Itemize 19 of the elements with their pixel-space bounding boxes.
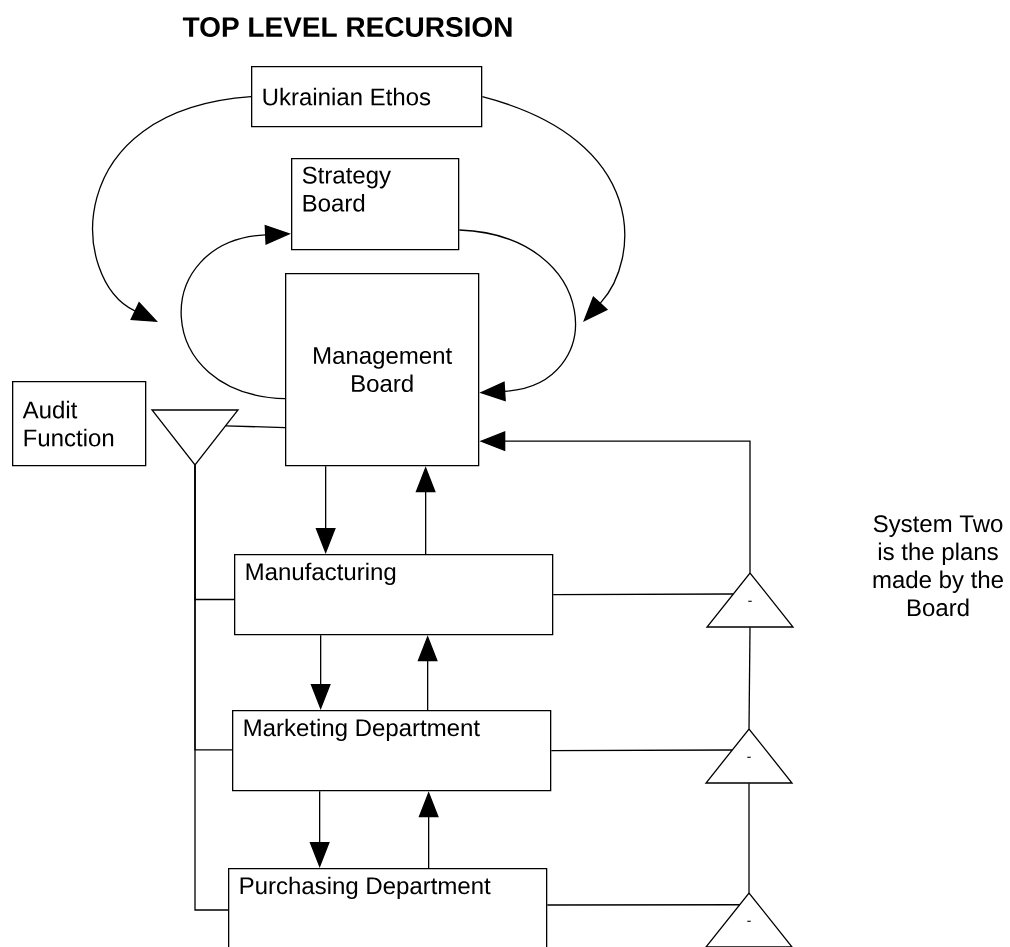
connector-line bbox=[552, 593, 734, 596]
labeled-box: Purchasing Department bbox=[228, 868, 548, 947]
connector-line bbox=[748, 626, 751, 730]
connector-line bbox=[194, 464, 229, 911]
labeled-box: Manufacturing bbox=[234, 554, 554, 636]
curved-arrow bbox=[92, 96, 252, 322]
curved-arrow bbox=[481, 96, 626, 322]
connector-line bbox=[225, 425, 286, 429]
labeled-box: Marketing Department bbox=[232, 710, 552, 792]
labeled-box: Strategy Board bbox=[291, 158, 460, 251]
labeled-box: Audit Function bbox=[12, 381, 147, 467]
note-text: System Two is the plans made by the Board bbox=[873, 515, 1003, 617]
labeled-box: Management Board bbox=[285, 273, 480, 467]
connector-line bbox=[748, 782, 750, 894]
connector-line bbox=[550, 749, 733, 752]
title: TOP LEVEL RECURSION bbox=[182, 17, 512, 37]
connector-line bbox=[546, 904, 741, 906]
curved-arrow bbox=[458, 229, 576, 402]
labeled-box: Ukrainian Ethos bbox=[251, 66, 483, 128]
